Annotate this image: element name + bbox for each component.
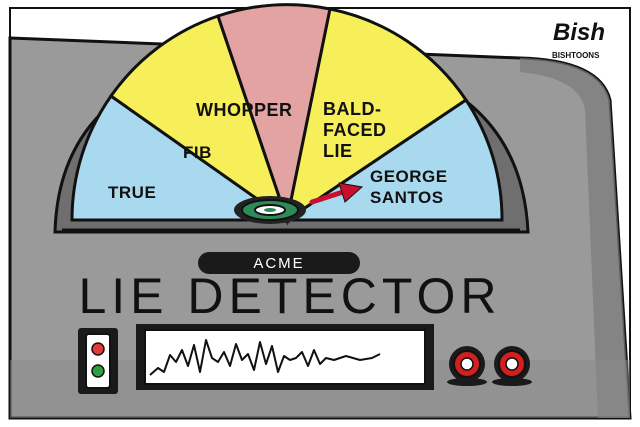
signature-name: Bish (553, 19, 605, 46)
gauge-label-bald-line3: LIE (323, 141, 353, 161)
brand-plate (198, 252, 360, 274)
right-knob (492, 346, 532, 386)
gauge-label-bald-line2: FACED (323, 120, 387, 140)
left-knob (447, 346, 487, 386)
gauge-label-whopper: WHOPPER (196, 100, 293, 120)
gauge-segment-fib (108, 14, 290, 224)
polygraph-screen (136, 324, 434, 390)
gauge-label-santos-line2: SANTOS (370, 188, 444, 207)
polygraph-trace (149, 339, 381, 376)
gauge-label-fib: FIB (183, 143, 212, 162)
gauge-label-bald-line1: BALD- (323, 99, 382, 119)
device-title: LIE DETECTOR (78, 268, 501, 324)
gauge-label-true: TRUE (108, 183, 156, 202)
gauge-segment-true (70, 93, 292, 222)
gauge-label-santos-line1: GEORGE (370, 167, 448, 186)
indicator-red-light (91, 342, 105, 356)
artist-signature: Bish BISHTOONS (552, 19, 605, 60)
indicator-green-light (91, 364, 105, 378)
gauge-segment-bald-faced-lie (284, 7, 469, 224)
gauge-hub (234, 196, 306, 224)
brand-name: ACME (253, 255, 304, 272)
machine-side-shadow (520, 58, 630, 418)
indicator-lights (78, 328, 118, 394)
gauge-needle (309, 182, 364, 205)
signature-tag: BISHTOONS (552, 51, 600, 60)
gauge-segment-whopper (216, 3, 332, 226)
